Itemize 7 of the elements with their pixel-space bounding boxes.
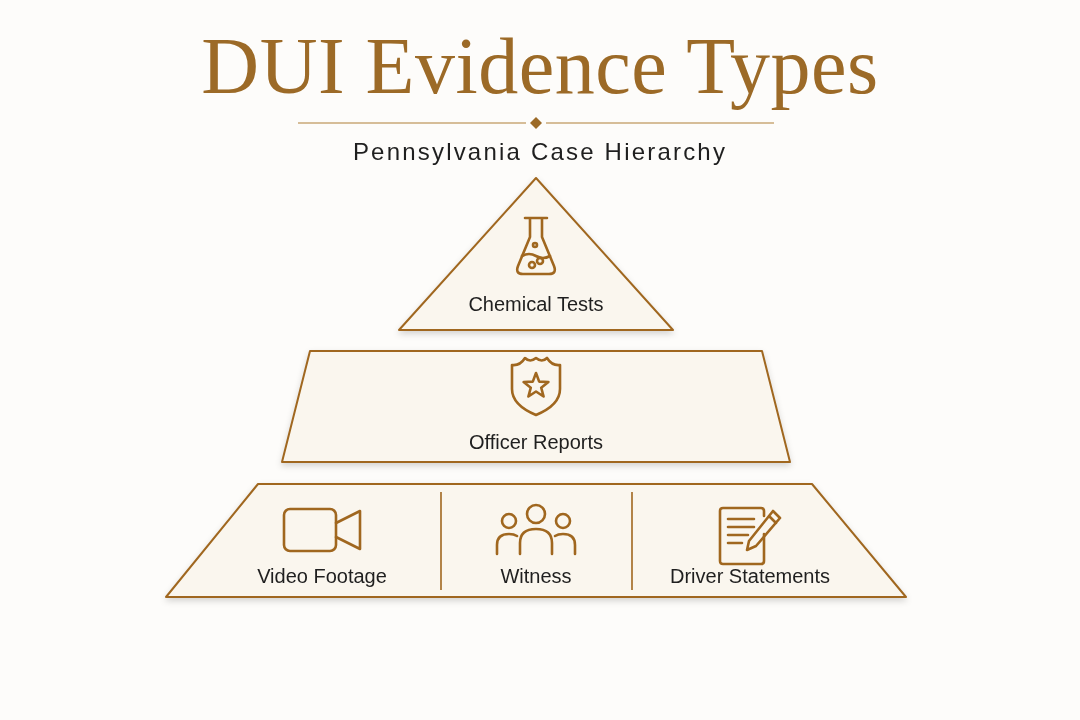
tier-label: Chemical Tests [468,292,604,316]
subtitle: Pennsylvania Case Hierarchy [352,137,728,167]
tier-label: Officer Reports [468,430,604,454]
tier-label: Witness [500,564,572,588]
title: DUI Evidence Types [201,22,879,110]
tier-label: Video Footage [257,564,387,588]
tier-label: Driver Statements [669,564,831,588]
